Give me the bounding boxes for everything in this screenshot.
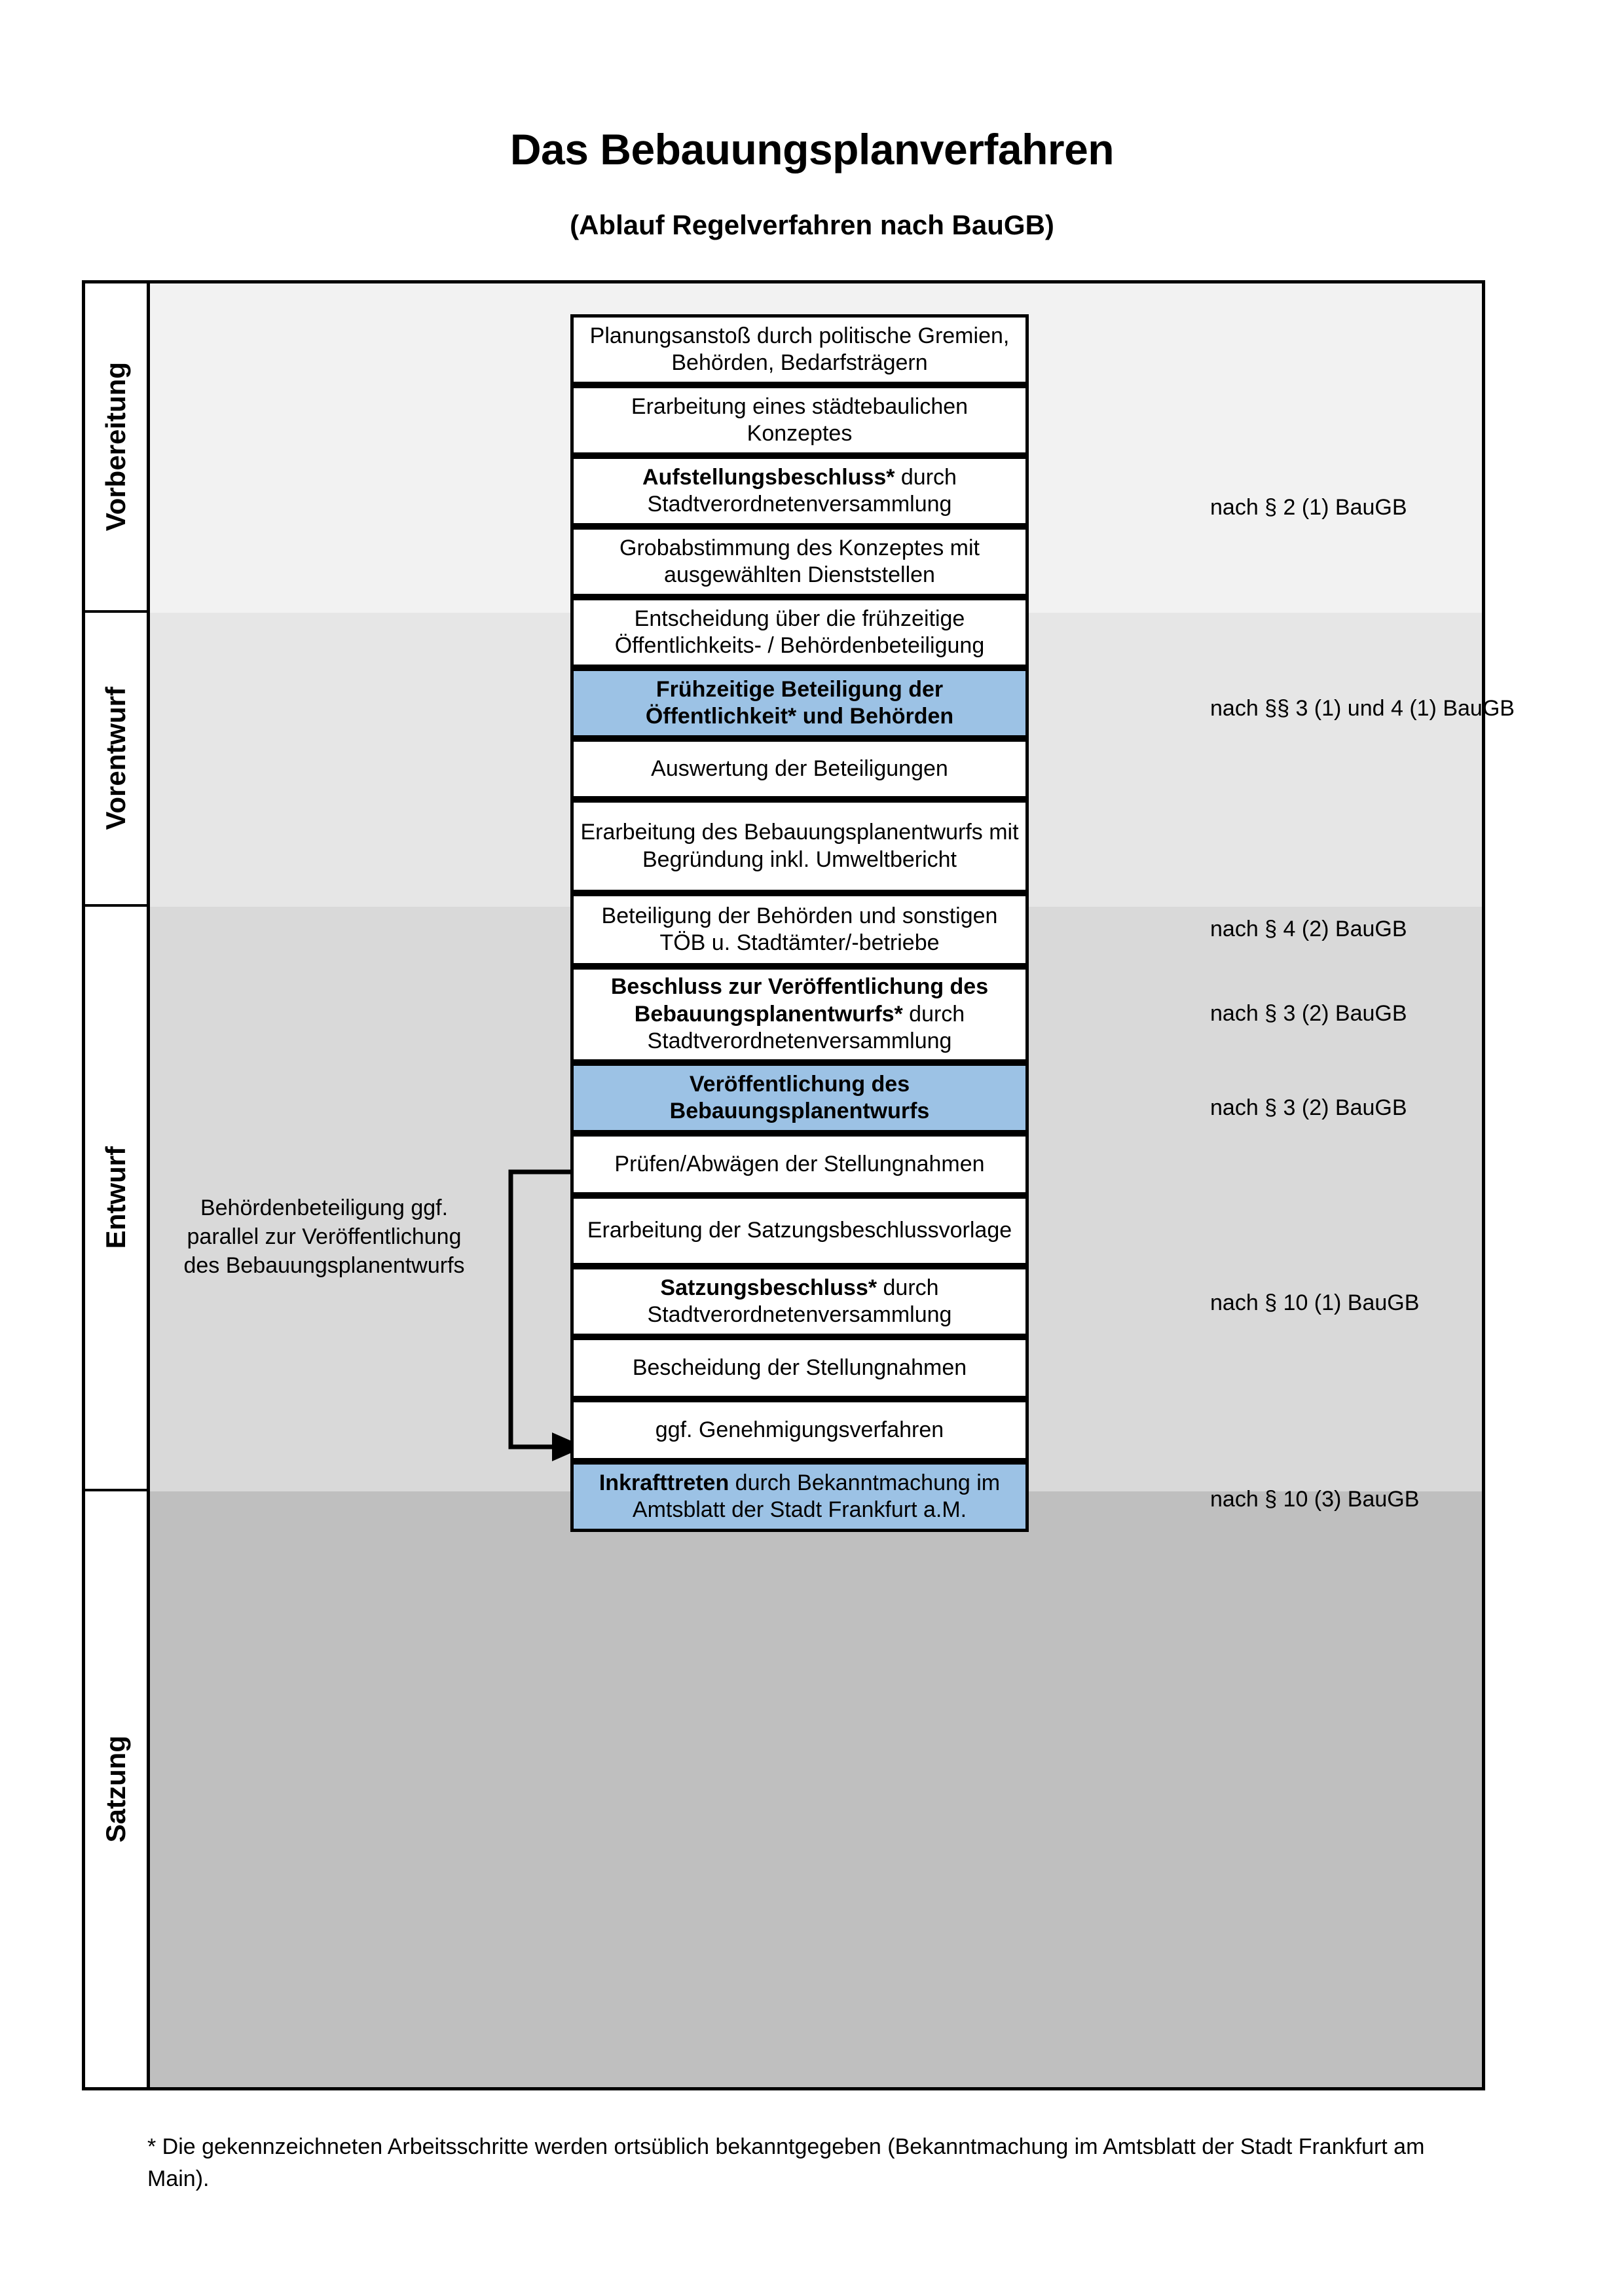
node-text: durch Bekanntmachung im Amtsblatt der St…	[632, 1470, 1001, 1522]
node-satzungsbeschluss[interactable]: Satzungsbeschluss* durch Stadtverordnete…	[570, 1266, 1029, 1337]
phase-sidebar: Vorbereitung Vorentwurf Entwurf Satzung	[85, 283, 150, 2087]
node-text-bold: Aufstellungsbeschluss*	[642, 464, 895, 490]
node-inkrafttreten[interactable]: Inkrafttreten durch Bekanntmachung im Am…	[570, 1461, 1029, 1532]
node-text-bold: Beschluss zur Veröffentlichung des Bebau…	[610, 974, 989, 1027]
node-genehmigungsverfahren[interactable]: ggf. Genehmigungsverfahren	[570, 1399, 1029, 1461]
page-title: Das Bebauungsplanverfahren	[509, 125, 1115, 173]
node-beschluss-veroeffentlichung[interactable]: Beschluss zur Veröffentlichung des Bebau…	[570, 966, 1029, 1063]
node-text: Erarbeitung der Satzungsbeschlussvorlage	[587, 1218, 1012, 1243]
legal-ref-2-1: nach § 2 (1) BauGB	[1210, 495, 1407, 520]
footnote-asterisk: * Die gekennzeichneten Arbeitsschritte w…	[147, 2134, 1425, 2192]
node-text: durch Stadtverordnetenversammlung	[647, 1001, 965, 1054]
node-text: Planungsanstoß durch politische Gremien,…	[589, 323, 1010, 375]
flowchart-frame: Vorbereitung Vorentwurf Entwurf Satzung …	[82, 280, 1515, 2090]
node-text: ggf. Genehmigungsverfahren	[655, 1417, 944, 1442]
node-text: Frühzeitige Beteiligung der Öffentlichke…	[645, 676, 954, 729]
page-subtitle: (Ablauf Regelverfahren nach BauGB)	[570, 210, 1054, 240]
phase-label: Vorentwurf	[100, 687, 131, 830]
node-text: durch Stadtverordnetenversammlung	[647, 464, 957, 517]
legal-ref-3-1-4-1: nach §§ 3 (1) und 4 (1) BauGB	[1210, 696, 1515, 721]
legal-ref-10-1: nach § 10 (1) BauGB	[1210, 1290, 1420, 1315]
node-bescheidung[interactable]: Bescheidung der Stellungnahmen	[570, 1337, 1029, 1399]
phase-label: Entwurf	[100, 1146, 131, 1249]
legal-ref-4-2: nach § 4 (2) BauGB	[1210, 917, 1407, 941]
node-text: Veröffentlichung des Bebauungsplanentwur…	[669, 1071, 930, 1123]
node-text: Prüfen/Abwägen der Stellungnahmen	[614, 1151, 985, 1176]
node-text-bold: Inkrafttreten	[599, 1470, 729, 1495]
node-grobabstimmung[interactable]: Grobabstimmung des Konzeptes mit ausgewä…	[570, 526, 1029, 597]
sidenote-behoerdenbeteiligung: Behördenbeteiligung ggf. parallel zur Ve…	[183, 1195, 465, 1279]
phase-vorentwurf: Vorentwurf	[85, 613, 147, 907]
phase-satzung: Satzung	[85, 1491, 147, 2087]
phase-label: Vorbereitung	[100, 362, 131, 532]
legal-ref-3-2-a: nach § 3 (2) BauGB	[1210, 1001, 1407, 1026]
legal-ref-10-3: nach § 10 (3) BauGB	[1210, 1487, 1420, 1512]
node-erarbeitung-entwurf[interactable]: Erarbeitung des Bebauungsplanentwurfs mi…	[570, 799, 1029, 893]
node-text: durch Stadtverordnetenversammlung	[647, 1275, 952, 1327]
node-auswertung-beteiligungen[interactable]: Auswertung der Beteiligungen	[570, 738, 1029, 799]
node-text: Bescheidung der Stellungnahmen	[632, 1355, 967, 1380]
node-text-bold: Satzungsbeschluss*	[660, 1275, 877, 1300]
node-veroeffentlichung[interactable]: Veröffentlichung des Bebauungsplanentwur…	[570, 1063, 1029, 1133]
node-text: Auswertung der Beteiligungen	[651, 756, 948, 781]
node-text: Grobabstimmung des Konzeptes mit ausgewä…	[619, 535, 980, 587]
phase-entwurf: Entwurf	[85, 907, 147, 1491]
node-text: Erarbeitung eines städtebaulichen Konzep…	[631, 393, 969, 446]
node-text: Entscheidung über die frühzeitige Öffent…	[614, 606, 985, 658]
node-fruehzeitige-beteiligung[interactable]: Frühzeitige Beteiligung der Öffentlichke…	[570, 668, 1029, 738]
node-text: Beteiligung der Behörden und sonstigen T…	[601, 903, 998, 955]
node-text: Erarbeitung des Bebauungsplanentwurfs mi…	[580, 820, 1019, 872]
band-satzung	[150, 1491, 1482, 2087]
node-entscheidung-fruehzeitige[interactable]: Entscheidung über die frühzeitige Öffent…	[570, 597, 1029, 668]
node-aufstellungsbeschluss[interactable]: Aufstellungsbeschluss* durch Stadtverord…	[570, 456, 1029, 526]
node-erarbeitung-satzungsvorlage[interactable]: Erarbeitung der Satzungsbeschlussvorlage	[570, 1195, 1029, 1266]
legal-ref-3-2-b: nach § 3 (2) BauGB	[1210, 1095, 1407, 1120]
phase-label: Satzung	[100, 1736, 131, 1843]
node-staedtebauliches-konzept[interactable]: Erarbeitung eines städtebaulichen Konzep…	[570, 385, 1029, 456]
node-planungsanstoss[interactable]: Planungsanstoß durch politische Gremien,…	[570, 314, 1029, 385]
node-beteiligung-behoerden[interactable]: Beteiligung der Behörden und sonstigen T…	[570, 893, 1029, 966]
phase-vorbereitung: Vorbereitung	[85, 283, 147, 613]
node-pruefen-abwaegen[interactable]: Prüfen/Abwägen der Stellungnahmen	[570, 1133, 1029, 1195]
